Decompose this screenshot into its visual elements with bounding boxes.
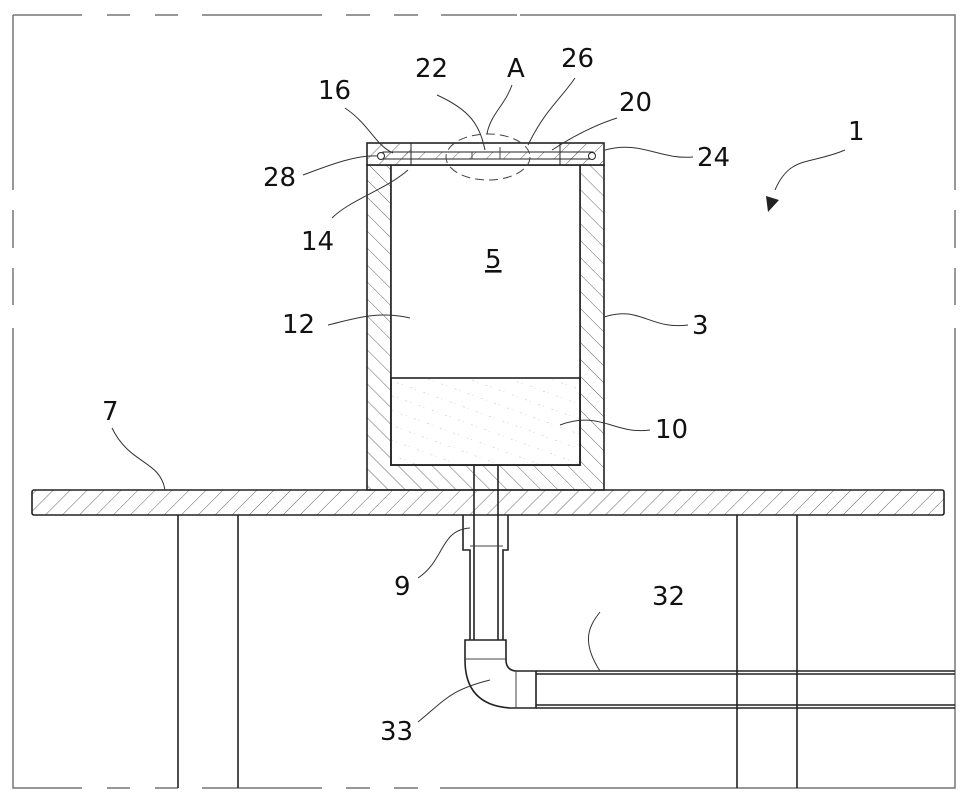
label-A: A [507,54,525,84]
label-20: 20 [619,88,652,118]
label-10: 10 [655,415,688,445]
elbow-and-pipe [464,639,955,709]
lid [366,133,605,181]
housing [366,164,605,491]
label-16: 16 [318,76,351,106]
support-legs [177,515,798,788]
drain-tube [462,465,509,640]
label-3: 3 [692,311,709,341]
label-32: 32 [652,582,685,612]
label-22: 22 [415,54,448,84]
label-14: 14 [301,227,334,257]
label-1: 1 [848,117,865,147]
plate [31,489,945,516]
label-26: 26 [561,44,594,74]
reference-labels: 16 22 A 26 20 24 28 14 5 12 3 10 7 9 32 … [102,44,865,747]
label-24: 24 [697,143,730,173]
label-12: 12 [282,310,315,340]
leader-lines [111,77,846,723]
label-5: 5 [485,245,502,275]
label-28: 28 [263,163,296,193]
label-7: 7 [102,397,119,427]
label-9: 9 [394,572,411,602]
label-33: 33 [380,717,413,747]
frame-border [12,14,956,789]
